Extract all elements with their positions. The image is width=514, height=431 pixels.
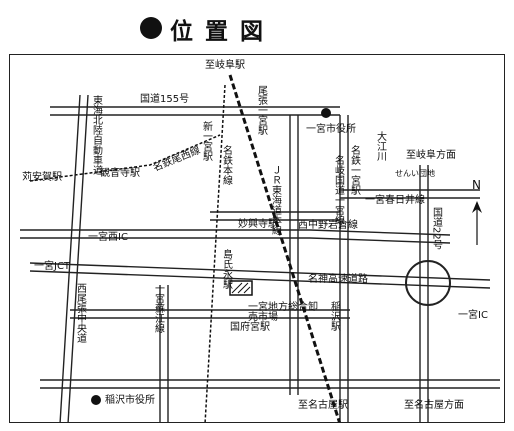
label-ichinomiya-sango: 一宮蘇江線 — [152, 283, 164, 333]
tokai-hokuriku-road — [59, 94, 89, 422]
inazawa-city-hall-icon — [91, 395, 101, 405]
label-kasugai-line: 一宮春日井線 — [365, 195, 425, 206]
label-shimaakanai-st: 島氏永駅 — [220, 249, 232, 289]
market-hatch — [231, 282, 251, 294]
southern-road — [40, 379, 500, 389]
title-block: 位置図 — [0, 0, 514, 50]
city-road — [289, 115, 299, 395]
label-route22: 国道22号 — [430, 207, 442, 250]
label-route155: 国道155号 — [140, 94, 190, 105]
label-kariyasuka-st: 苅安賀駅 — [22, 172, 62, 183]
label-ichinomiya-nishi-ic: 一宮西IC — [88, 232, 128, 243]
label-to-nagoya-station: 至名古屋駅 — [298, 400, 348, 411]
label-market: 一宮地方総合卸売市場 — [248, 302, 318, 323]
label-ichinomiya-ic: 一宮IC — [458, 310, 488, 321]
label-senior-center: せんい団地 — [395, 169, 435, 178]
label-ichinomiya-ring: 名岐国道一宮線 — [332, 155, 344, 225]
label-meishin-expressway: 名神高速道路 — [308, 274, 368, 285]
label-shin-ichinomiya-st: 新一宮駅 — [200, 121, 212, 161]
label-ichinomiya-city-hall: 一宮市役所 — [306, 124, 356, 135]
title-bullet-icon — [140, 17, 162, 39]
bisai-railway — [29, 134, 221, 182]
label-ozawa-st: 稲沢駅 — [328, 301, 340, 331]
ichinomiya-city-hall-icon — [321, 108, 331, 118]
location-map: 至岐阜駅 国道155号 東海北陸自動車道 尾張一宮駅 新一宮駅 一宮市役所 大江… — [9, 54, 505, 423]
label-kokufunomiya-st: 国府宮駅 — [230, 322, 270, 333]
label-bisai-ichinomiya-st: 尾張一宮駅 — [255, 85, 267, 135]
label-ichinomiya-jct: 一宮JCT — [34, 261, 71, 272]
bisai-line-road — [20, 229, 451, 244]
eastern-road — [339, 115, 349, 422]
meitetsu-railway — [204, 84, 226, 422]
label-jr-tokaido: ＪＲ東海道本線 — [269, 165, 281, 235]
north-arrowhead — [472, 201, 482, 213]
label-tokai-ichinomiya-st: 名鉄一宮駅 — [348, 145, 360, 195]
ichinomiya-ic-circle — [405, 260, 451, 306]
label-tokai-hokuriku: 東海北陸自動車道 — [90, 95, 102, 175]
label-to-gifu-direction: 至岐阜方面 — [406, 150, 456, 161]
label-inazawa-city-hall: 稲沢市役所 — [105, 395, 155, 406]
label-kannonji-st: 観音寺駅 — [100, 168, 140, 179]
page-title: 位置図 — [170, 19, 275, 45]
label-oe-river: 大江川 — [374, 131, 386, 161]
label-meitetsu-honsen: 名鉄本線 — [220, 145, 232, 185]
jr-railway — [228, 74, 341, 422]
map-graphics — [20, 74, 500, 422]
label-myokoji-st: 妙興寺駅 — [238, 219, 278, 230]
route22-road — [419, 165, 429, 422]
label-to-nagoya-direction: 至名古屋方面 — [404, 400, 464, 411]
meishin-road — [29, 262, 491, 289]
label-north: N — [472, 178, 481, 192]
western-road — [159, 285, 169, 422]
label-to-gifu-station: 至岐阜駅 — [205, 60, 245, 71]
nishi-nakano-road — [210, 211, 340, 221]
label-nishio-chuo: 西尾張中央道 — [74, 283, 86, 343]
kasugai-road — [340, 189, 480, 199]
route155-road — [50, 106, 340, 116]
label-nishi-nakano-line: 西中野岩倉線 — [298, 220, 358, 231]
